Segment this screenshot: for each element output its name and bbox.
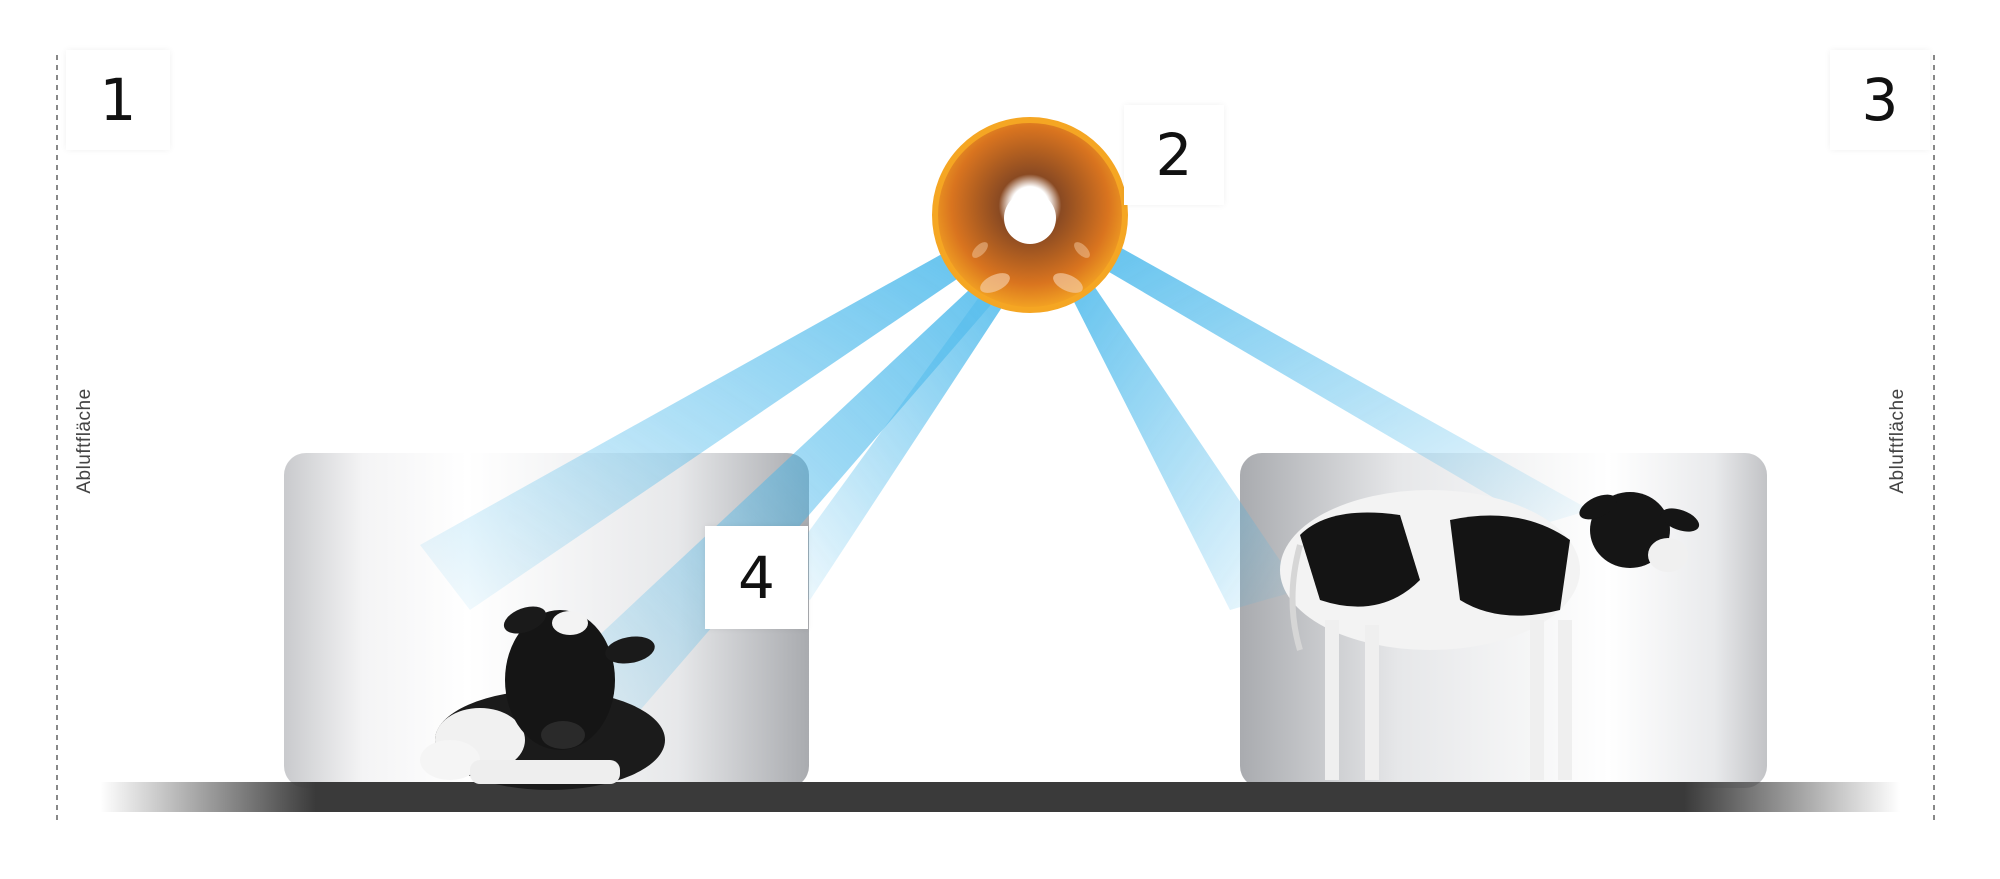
floor <box>100 782 1900 812</box>
callout-4: 4 <box>705 526 808 629</box>
callout-1-label: 1 <box>99 66 137 134</box>
callout-4-label: 4 <box>738 543 775 612</box>
airstream-beam-4 <box>1068 280 1300 610</box>
exhaust-area-label-right: Abluftfläche <box>1887 388 1908 494</box>
standing-calf-icon <box>1280 490 1700 780</box>
callout-3-label: 3 <box>1861 66 1899 134</box>
lying-calf-icon <box>420 606 665 790</box>
circular-air-duct-icon <box>932 117 1128 313</box>
airstream-beams <box>420 245 1590 745</box>
callout-3: 3 <box>1830 50 1930 150</box>
callout-2: 2 <box>1124 105 1224 205</box>
exhaust-area-label-left: Abluftfläche <box>74 388 95 494</box>
airstream-beam-2 <box>530 275 1008 745</box>
airstream-beam-1 <box>420 245 982 610</box>
airstream-beam-5 <box>1092 245 1590 525</box>
callout-2-label: 2 <box>1155 121 1193 189</box>
callout-1: 1 <box>66 50 170 150</box>
airstream-beam-3 <box>770 282 1012 600</box>
